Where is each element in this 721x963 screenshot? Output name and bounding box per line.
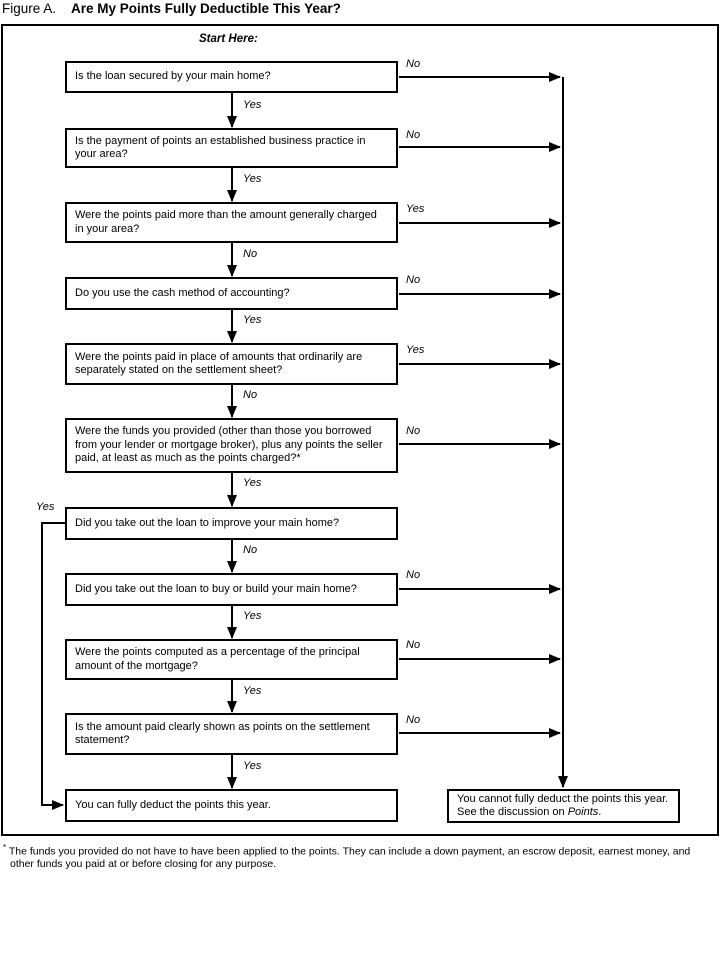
- box-text: Were the funds you provided (other than …: [75, 425, 383, 465]
- box-text: Is the loan secured by your main home?: [75, 70, 271, 83]
- edge-label-q5-no: No: [243, 389, 258, 401]
- edge-label-q7-no: No: [243, 544, 258, 556]
- flowchart-box-q10: Is the amount paid clearly shown as poin…: [65, 713, 398, 755]
- flowchart-box-q6: Were the funds you provided (other than …: [65, 418, 398, 473]
- footnote-text: The funds you provided do not have to ha…: [8, 845, 691, 871]
- flowchart-box-q8: Did you take out the loan to buy or buil…: [65, 573, 398, 606]
- flowchart-border: [1, 24, 719, 836]
- figure-title: Figure A. Are My Points Fully Deductible …: [2, 1, 341, 16]
- edge-label-q4-yes: Yes: [243, 314, 262, 326]
- edge-label-q9-yes: Yes: [243, 685, 262, 697]
- edge-label-q7-yes: Yes: [36, 501, 55, 513]
- box-text: Is the amount paid clearly shown as poin…: [75, 720, 370, 747]
- edge-label-q5-yes: Yes: [406, 344, 425, 356]
- box-text: Were the points paid more than the amoun…: [75, 209, 377, 235]
- flowchart-box-q7: Did you take out the loan to improve you…: [65, 507, 398, 540]
- footnote: * The funds you provided do not have to …: [3, 842, 717, 871]
- box-text: You can fully deduct the points this yea…: [75, 798, 271, 811]
- edge-label-q3-yes: Yes: [406, 203, 425, 215]
- edge-label-q1-no: No: [406, 58, 421, 70]
- edge-label-q10-no: No: [406, 714, 421, 726]
- box-text: Is the payment of points an established …: [75, 134, 366, 161]
- edge-label-q8-yes: Yes: [243, 610, 262, 622]
- edge-label-q8-no: No: [406, 569, 421, 581]
- flowchart-box-q1: Is the loan secured by your main home?: [65, 61, 398, 93]
- flowchart-box-q3: Were the points paid more than the amoun…: [65, 202, 398, 243]
- edge-label-q2-no: No: [406, 129, 421, 141]
- points-term: Points: [567, 806, 599, 818]
- figure-label: Figure A.: [2, 1, 57, 16]
- edge-label-q1-yes: Yes: [243, 99, 262, 111]
- flowchart-box-q4: Do you use the cash method of accounting…: [65, 277, 398, 310]
- box-text: Were the points computed as a percentage…: [75, 646, 360, 672]
- edge-label-q6-no: No: [406, 425, 421, 437]
- box-text: Did you take out the loan to improve you…: [75, 516, 340, 529]
- edge-label-q4-no: No: [406, 274, 421, 286]
- flowchart-box-q9: Were the points computed as a percentage…: [65, 639, 398, 680]
- box-text: Do you use the cash method of accounting…: [75, 286, 290, 299]
- box-text: Were the points paid in place of amounts…: [75, 350, 363, 377]
- box-text: You cannot fully deduct the points this …: [457, 792, 669, 819]
- box-text: Did you take out the loan to buy or buil…: [75, 582, 357, 595]
- edge-label-q6-yes: Yes: [243, 477, 262, 489]
- flowchart-box-q2: Is the payment of points an established …: [65, 128, 398, 168]
- edge-label-q3-no: No: [243, 248, 258, 260]
- footnote-marker: *: [3, 843, 7, 852]
- figure-heading: Are My Points Fully Deductible This Year…: [71, 1, 341, 16]
- flowchart-box-deduct: You can fully deduct the points this yea…: [65, 789, 398, 822]
- flowchart-box-no-deduct: You cannot fully deduct the points this …: [447, 789, 680, 823]
- edge-label-q10-yes: Yes: [243, 760, 262, 772]
- flowchart-box-q5: Were the points paid in place of amounts…: [65, 343, 398, 385]
- arrow-q7-yes: [41, 522, 65, 810]
- edge-label-q2-yes: Yes: [243, 173, 262, 185]
- start-here-label: Start Here:: [199, 33, 258, 45]
- edge-label-q9-no: No: [406, 639, 421, 651]
